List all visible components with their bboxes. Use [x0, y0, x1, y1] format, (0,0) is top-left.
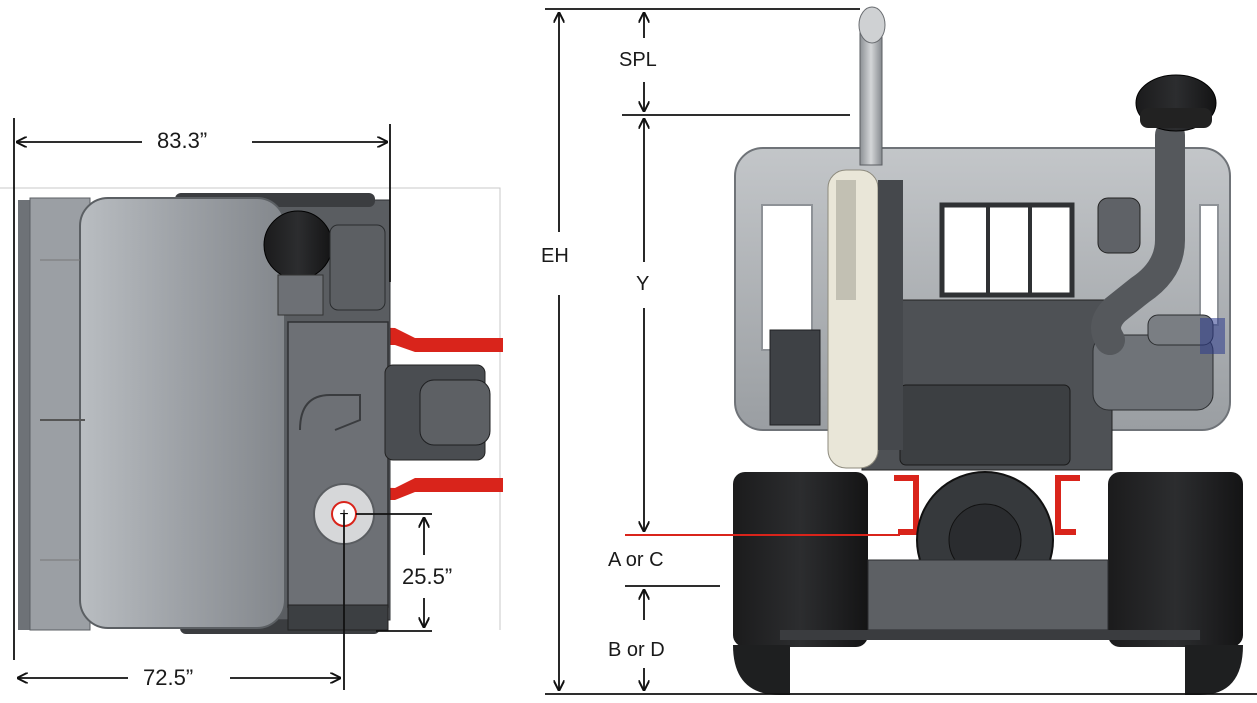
left-tire	[733, 472, 868, 647]
air-cleaner-top	[263, 210, 333, 280]
gearbox-bell	[419, 379, 491, 446]
transmission-plate	[287, 321, 389, 608]
lower-bracket	[287, 604, 389, 631]
a-or-c-label: A or C	[608, 549, 664, 571]
axle-housing	[867, 559, 1109, 631]
right-wheel-bottom	[1185, 645, 1243, 695]
b-or-d-label: B or D	[608, 639, 665, 661]
rear-view	[545, 6, 1257, 695]
turbo-housing	[329, 224, 386, 311]
right-side-opening	[1199, 204, 1219, 326]
y-label: Y	[636, 273, 650, 295]
left-bracket	[769, 329, 821, 426]
top-view: +	[0, 118, 503, 690]
muffler-vents	[836, 180, 856, 300]
spl-label: SPL	[619, 49, 657, 71]
air-intake	[277, 274, 324, 316]
fuel-label	[1200, 318, 1225, 354]
left-side-opening	[761, 204, 813, 351]
left-wheel-bottom	[733, 645, 790, 695]
fuel-filter	[1097, 197, 1141, 254]
overall-width-label: 83.3”	[157, 128, 208, 153]
rear-window	[939, 202, 1075, 298]
cg-offset-label: 72.5”	[143, 665, 194, 690]
exhaust-stack	[859, 29, 883, 166]
right-tire	[1108, 472, 1243, 647]
air-intake-pipe	[1091, 120, 1185, 355]
eh-label: EH	[541, 245, 569, 267]
top-view-dimensions	[13, 118, 432, 690]
lift-point-markers	[894, 475, 1080, 535]
rear-view-dimensions	[545, 8, 1257, 695]
cg-vertical-offset-label: 25.5”	[402, 564, 453, 589]
engine-hood	[79, 197, 286, 629]
rear-plate	[18, 200, 30, 630]
